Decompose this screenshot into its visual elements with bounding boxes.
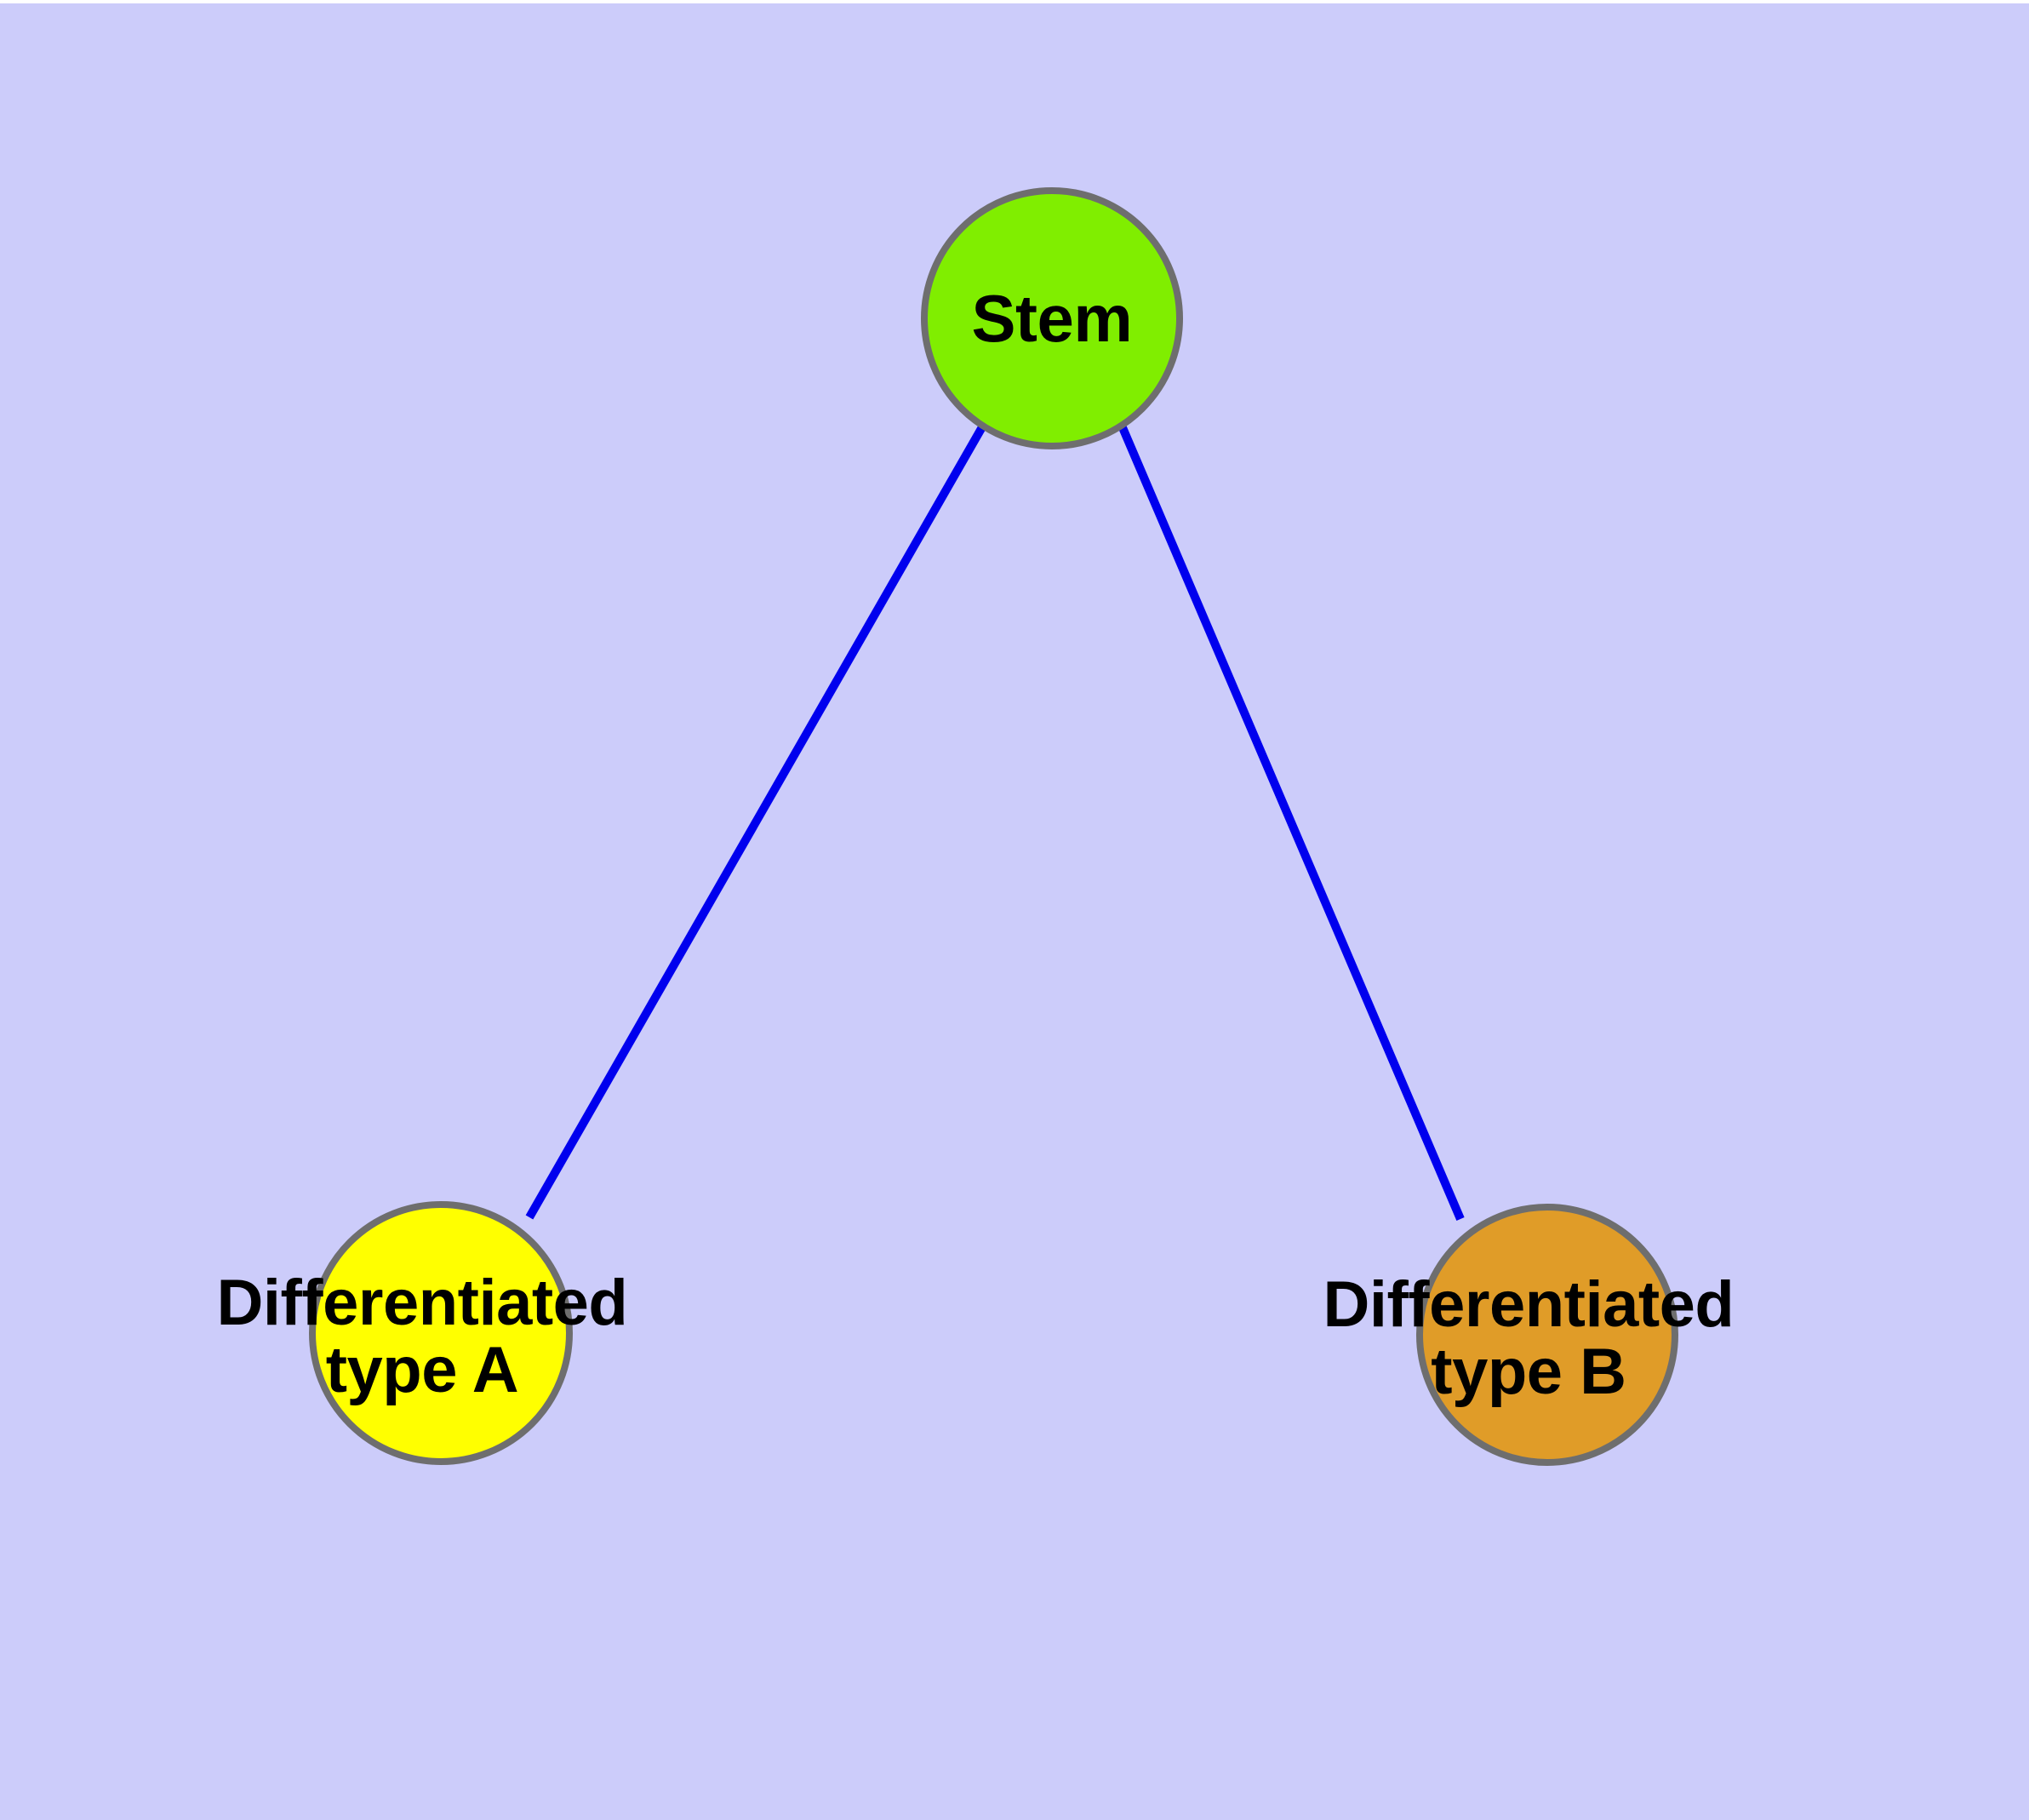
edge-layer xyxy=(525,423,1465,1221)
graph-node-diff-b[interactable] xyxy=(1416,1204,1678,1466)
graph-edge-stem-to-diff-a[interactable] xyxy=(525,423,987,1220)
graph-edge-stem-to-diff-b[interactable] xyxy=(1117,424,1465,1221)
graph-node-stem[interactable] xyxy=(921,187,1183,449)
graph-node-diff-a[interactable] xyxy=(309,1201,573,1465)
node-layer xyxy=(309,187,1678,1466)
